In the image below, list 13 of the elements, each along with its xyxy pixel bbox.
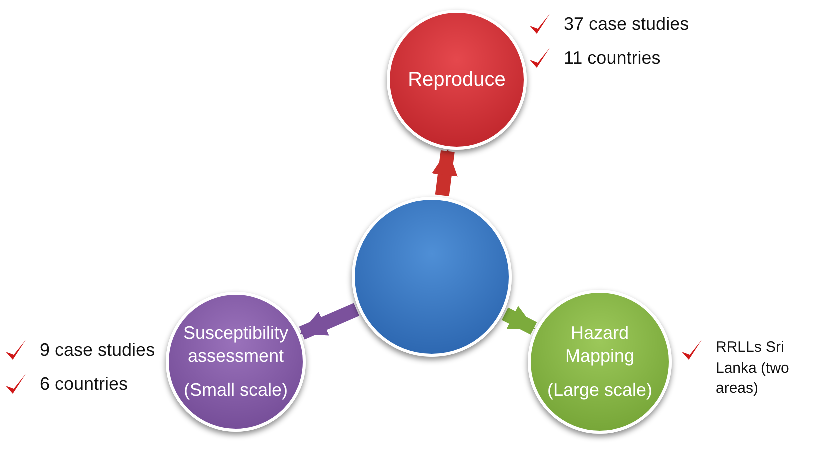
note-text: 11 countries: [564, 47, 661, 70]
note-text: RRLLs Sri Lanka (two areas): [716, 338, 790, 400]
block-arrow: [432, 149, 458, 197]
node-label: (Small scale): [182, 379, 290, 402]
block-arrow: [502, 306, 538, 335]
node-label: Susceptibility assessment: [182, 322, 290, 368]
note-text: 6 countries: [40, 373, 128, 396]
node-label: Reproduce: [407, 68, 507, 92]
block-arrow: [299, 303, 360, 340]
node-label: (Large scale): [546, 379, 654, 402]
note-text: 37 case studies: [564, 13, 690, 36]
note-text: 9 case studies: [40, 339, 156, 362]
node-label: Hazard Mapping: [564, 322, 636, 368]
